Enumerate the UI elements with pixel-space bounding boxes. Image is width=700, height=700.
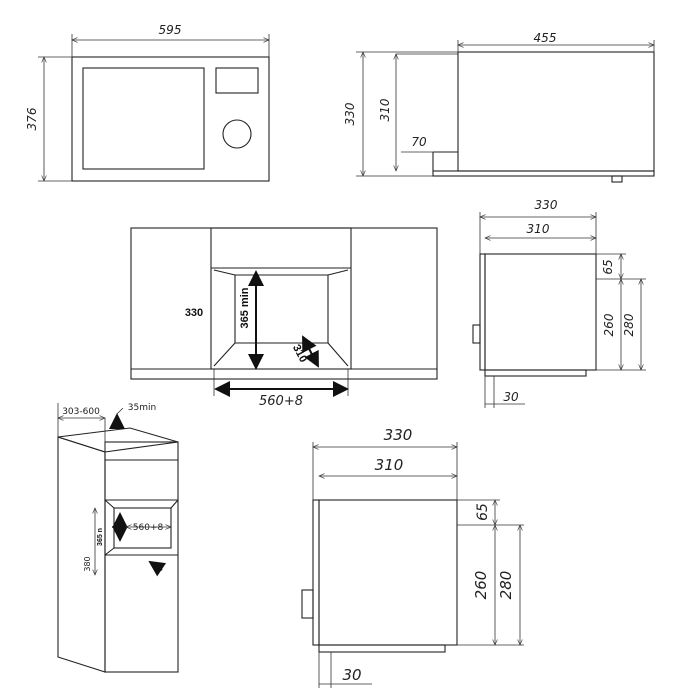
height-label: 376	[25, 107, 39, 130]
depth-label: 455	[534, 31, 557, 45]
inner-depth-large: 310	[375, 456, 404, 474]
cavity-large: 260	[472, 571, 490, 600]
niche-height-small: 280	[622, 313, 636, 336]
niche-height-large: 280	[497, 571, 515, 600]
door-window	[82, 67, 205, 170]
cabinet-perspective-view: 303-600 35min 365 n 560+8 380	[57, 403, 179, 673]
niche-height-label: 330	[185, 307, 203, 319]
body-small	[484, 253, 597, 371]
handle-small	[472, 324, 481, 344]
inner-height-label: 310	[378, 98, 392, 121]
outer-depth-small: 330	[535, 198, 558, 212]
cabinet-niche-width: 560+8	[133, 523, 164, 533]
width-label: 595	[159, 23, 182, 37]
top-range-label: 303-600	[62, 407, 100, 417]
foot-small: 30	[503, 390, 519, 404]
base-large	[318, 644, 446, 653]
door-panel-large	[312, 499, 320, 646]
cabinet-side-panel	[57, 436, 106, 673]
inner-depth-small: 310	[527, 222, 550, 236]
microwave-side-body	[457, 51, 655, 172]
door-panel-small	[479, 253, 486, 371]
cabinet-niche-depth: 365 n	[97, 528, 104, 546]
base-small	[484, 369, 587, 377]
cavity-small: 260	[602, 313, 616, 336]
side-base-plate	[432, 170, 655, 177]
base-offset-label: 70	[411, 135, 427, 149]
niche-frame	[210, 227, 352, 370]
front-view: 595 376	[25, 23, 269, 181]
niche-width-label: 560+8	[259, 394, 303, 409]
cabinet-front-face	[104, 441, 179, 673]
cabinet-top	[57, 427, 179, 453]
cabinet-niche-height: 380	[83, 556, 92, 571]
total-height-label: 330	[343, 102, 357, 125]
outer-depth-large: 330	[384, 426, 413, 444]
cabinet-front-outline	[130, 227, 438, 380]
control-knob	[222, 119, 252, 149]
niche-min-depth-label: 365 min	[239, 287, 251, 328]
handle-large	[301, 589, 314, 619]
control-display	[215, 67, 259, 94]
niche-side-large-view: 330 310 65 260 280 30	[301, 426, 524, 688]
niche-side-small-view: 330 310 65 260 280 30	[472, 198, 646, 408]
top-gap-label: 35min	[128, 403, 156, 413]
microwave-front-outline	[71, 56, 270, 182]
body-large	[318, 499, 458, 646]
top-gap-large: 65	[475, 503, 491, 521]
side-foot	[611, 175, 623, 183]
top-gap-small: 65	[601, 259, 615, 274]
foot-large: 30	[342, 666, 361, 684]
side-view: 455 330 310 70	[343, 31, 655, 183]
niche-depth-side-label: 310	[290, 343, 309, 365]
niche-front-view: 330 365 min 310 560+8	[130, 227, 438, 409]
